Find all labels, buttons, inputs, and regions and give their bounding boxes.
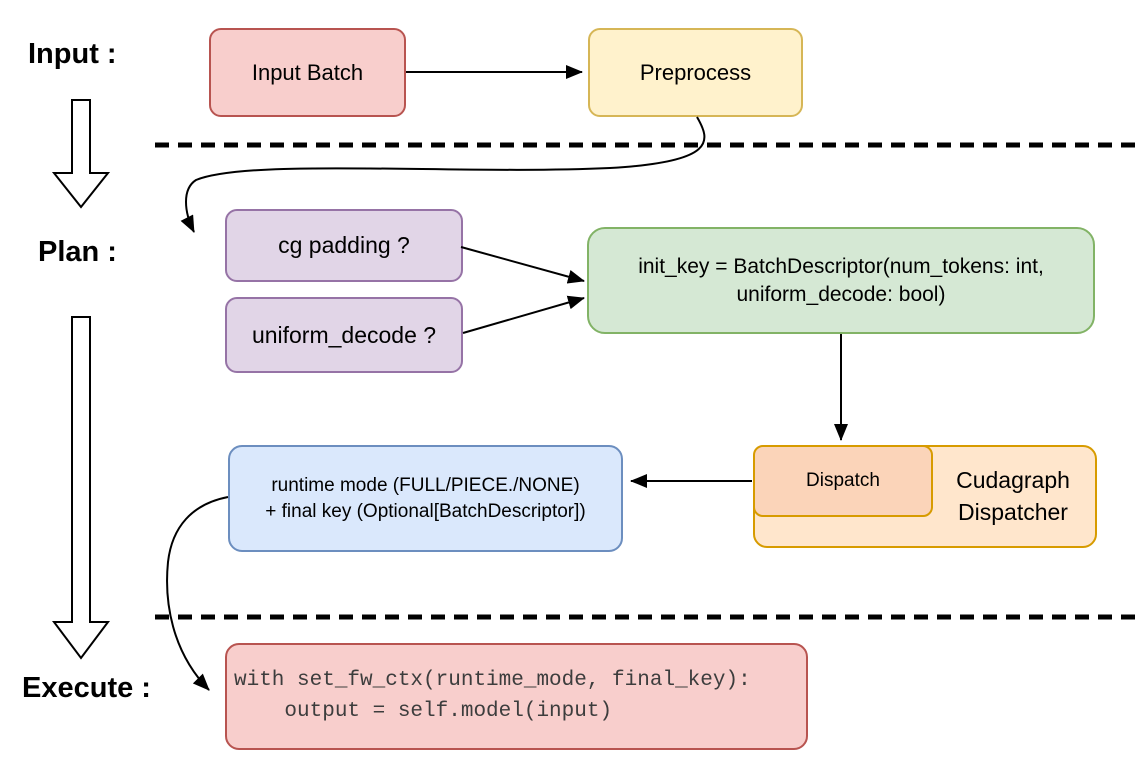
edge-cg-padding-to-init-key: [460, 246, 585, 284]
init-key-line2: uniform_decode: bool): [736, 282, 946, 306]
node-init-key: init_key = BatchDescriptor(num_tokens: i…: [587, 227, 1095, 334]
node-uniform-decode: uniform_decode ?: [225, 297, 463, 373]
node-dispatch-label: Dispatch: [806, 470, 880, 492]
node-preprocess: Preprocess: [588, 28, 803, 117]
edge-runtime-mode-to-execute-code: [166, 496, 229, 691]
node-preprocess-label: Preprocess: [639, 59, 752, 85]
node-uniform-decode-label: uniform_decode ?: [251, 321, 437, 348]
runtime-mode-line1: runtime mode (FULL/PIECE./NONE): [271, 475, 580, 497]
node-execute-code-label: with set_fw_ctx(runtime_mode, final_key)…: [234, 666, 751, 727]
section-label-input: Input :: [28, 38, 117, 70]
node-input-batch-label: Input Batch: [251, 59, 364, 85]
section-label-execute: Execute :: [22, 672, 151, 704]
edge-uniform-decode-to-init-key: [462, 295, 585, 334]
cudagraph-line2: Dispatcher: [958, 498, 1068, 525]
init-key-line1: init_key = BatchDescriptor(num_tokens: i…: [638, 254, 1044, 278]
cudagraph-line1: Cudagraph: [956, 466, 1070, 493]
section-label-plan: Plan :: [38, 236, 117, 268]
node-runtime-mode-label: runtime mode (FULL/PIECE./NONE) + final …: [265, 473, 586, 523]
execute-code-line1: with set_fw_ctx(runtime_mode, final_key)…: [234, 669, 751, 693]
node-dispatch: Dispatch: [753, 445, 933, 517]
node-runtime-mode: runtime mode (FULL/PIECE./NONE) + final …: [228, 445, 623, 552]
node-cg-padding-label: cg padding ?: [278, 232, 410, 259]
execute-code-line2: output = self.model(input): [234, 699, 613, 723]
node-execute-code: with set_fw_ctx(runtime_mode, final_key)…: [225, 643, 808, 750]
block-arrow-down-icon-input-plan: [51, 99, 111, 209]
node-input-batch: Input Batch: [209, 28, 406, 117]
node-init-key-label: init_key = BatchDescriptor(num_tokens: i…: [638, 253, 1044, 308]
runtime-mode-line2: + final key (Optional[BatchDescriptor]): [265, 500, 586, 522]
node-cudagraph-dispatcher-label: Cudagraph Dispatcher: [931, 465, 1095, 528]
node-cg-padding: cg padding ?: [225, 209, 463, 282]
block-arrow-down-icon-plan-execute: [52, 316, 110, 660]
